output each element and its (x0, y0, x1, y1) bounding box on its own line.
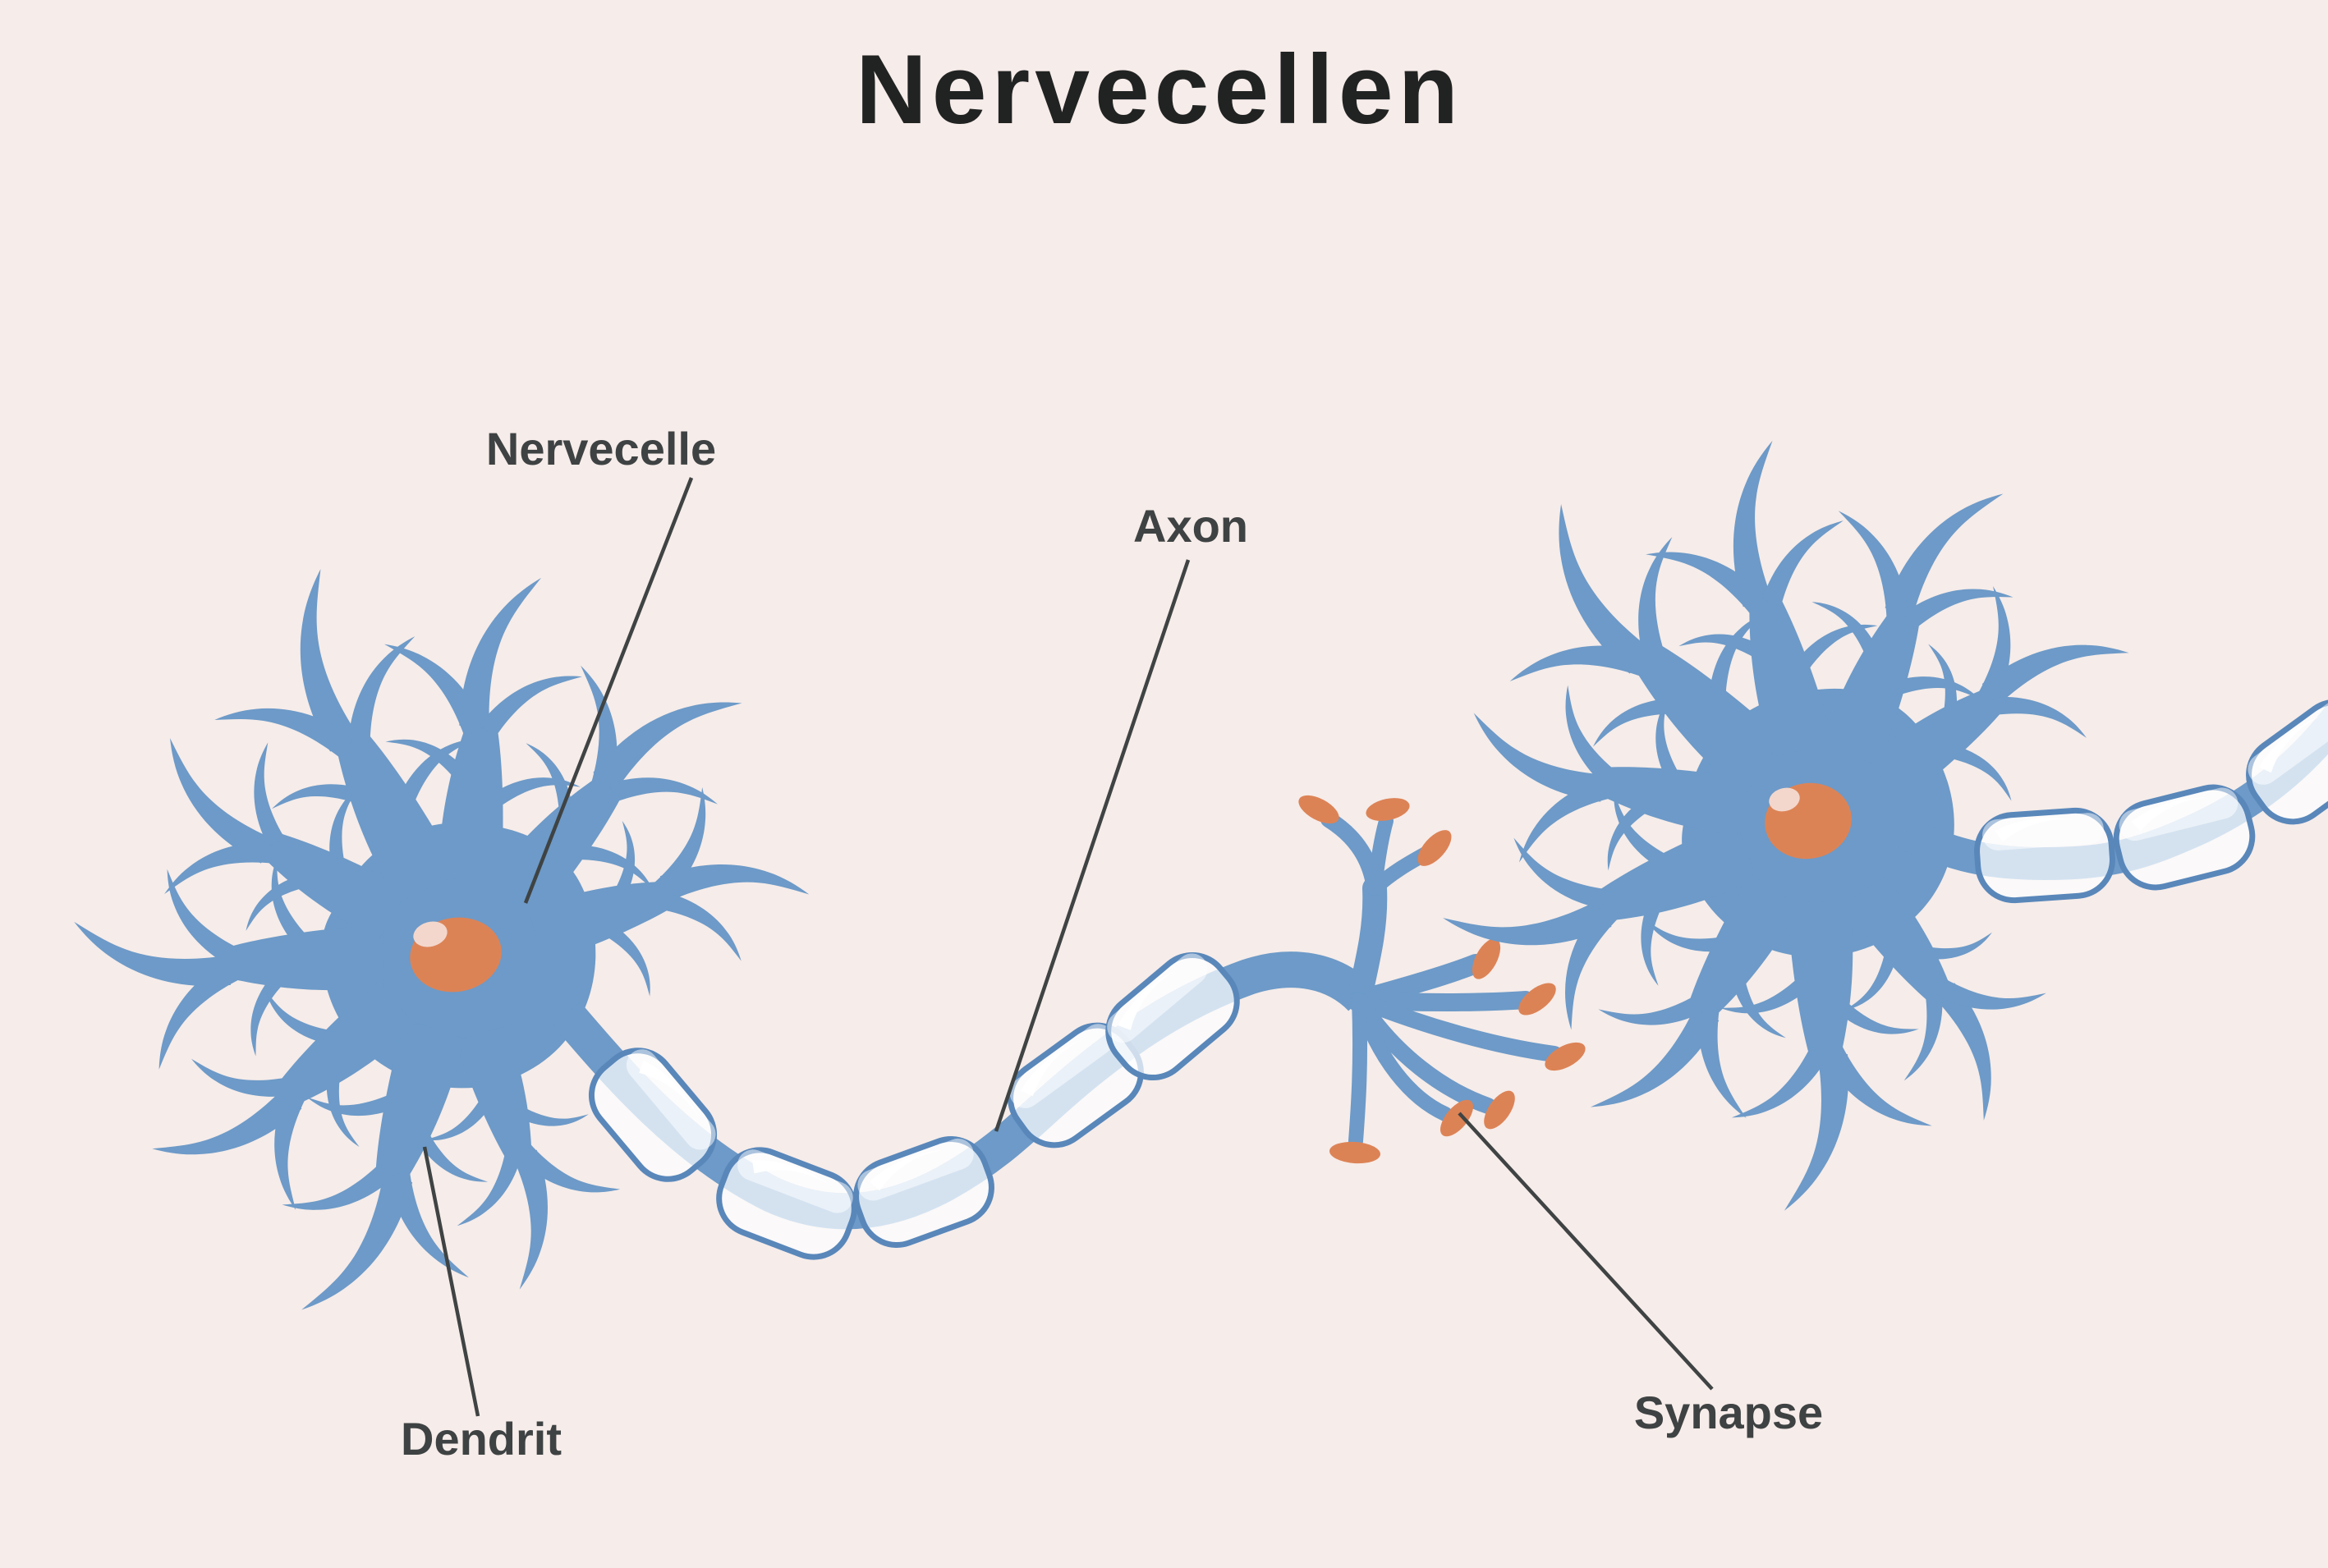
left-nucleus (410, 917, 502, 993)
leader-line-axon (994, 559, 1191, 1132)
label-synapse: Synapse (1634, 1387, 1823, 1438)
label-axon: Axon (1133, 500, 1248, 552)
leader-line-dendrit (422, 1146, 480, 1417)
axon-terminals (1294, 789, 1590, 1166)
leader-line-synapse (1458, 1112, 1714, 1391)
leader-line-nervecelle (523, 477, 694, 904)
diagram-title: Nervecellen (856, 34, 1463, 144)
right-nucleus (1765, 782, 1852, 860)
label-dendrite: Dendrit (401, 1413, 562, 1465)
myelin-sheath (1975, 808, 2115, 902)
label-cell-body: Nervecelle (486, 423, 716, 475)
